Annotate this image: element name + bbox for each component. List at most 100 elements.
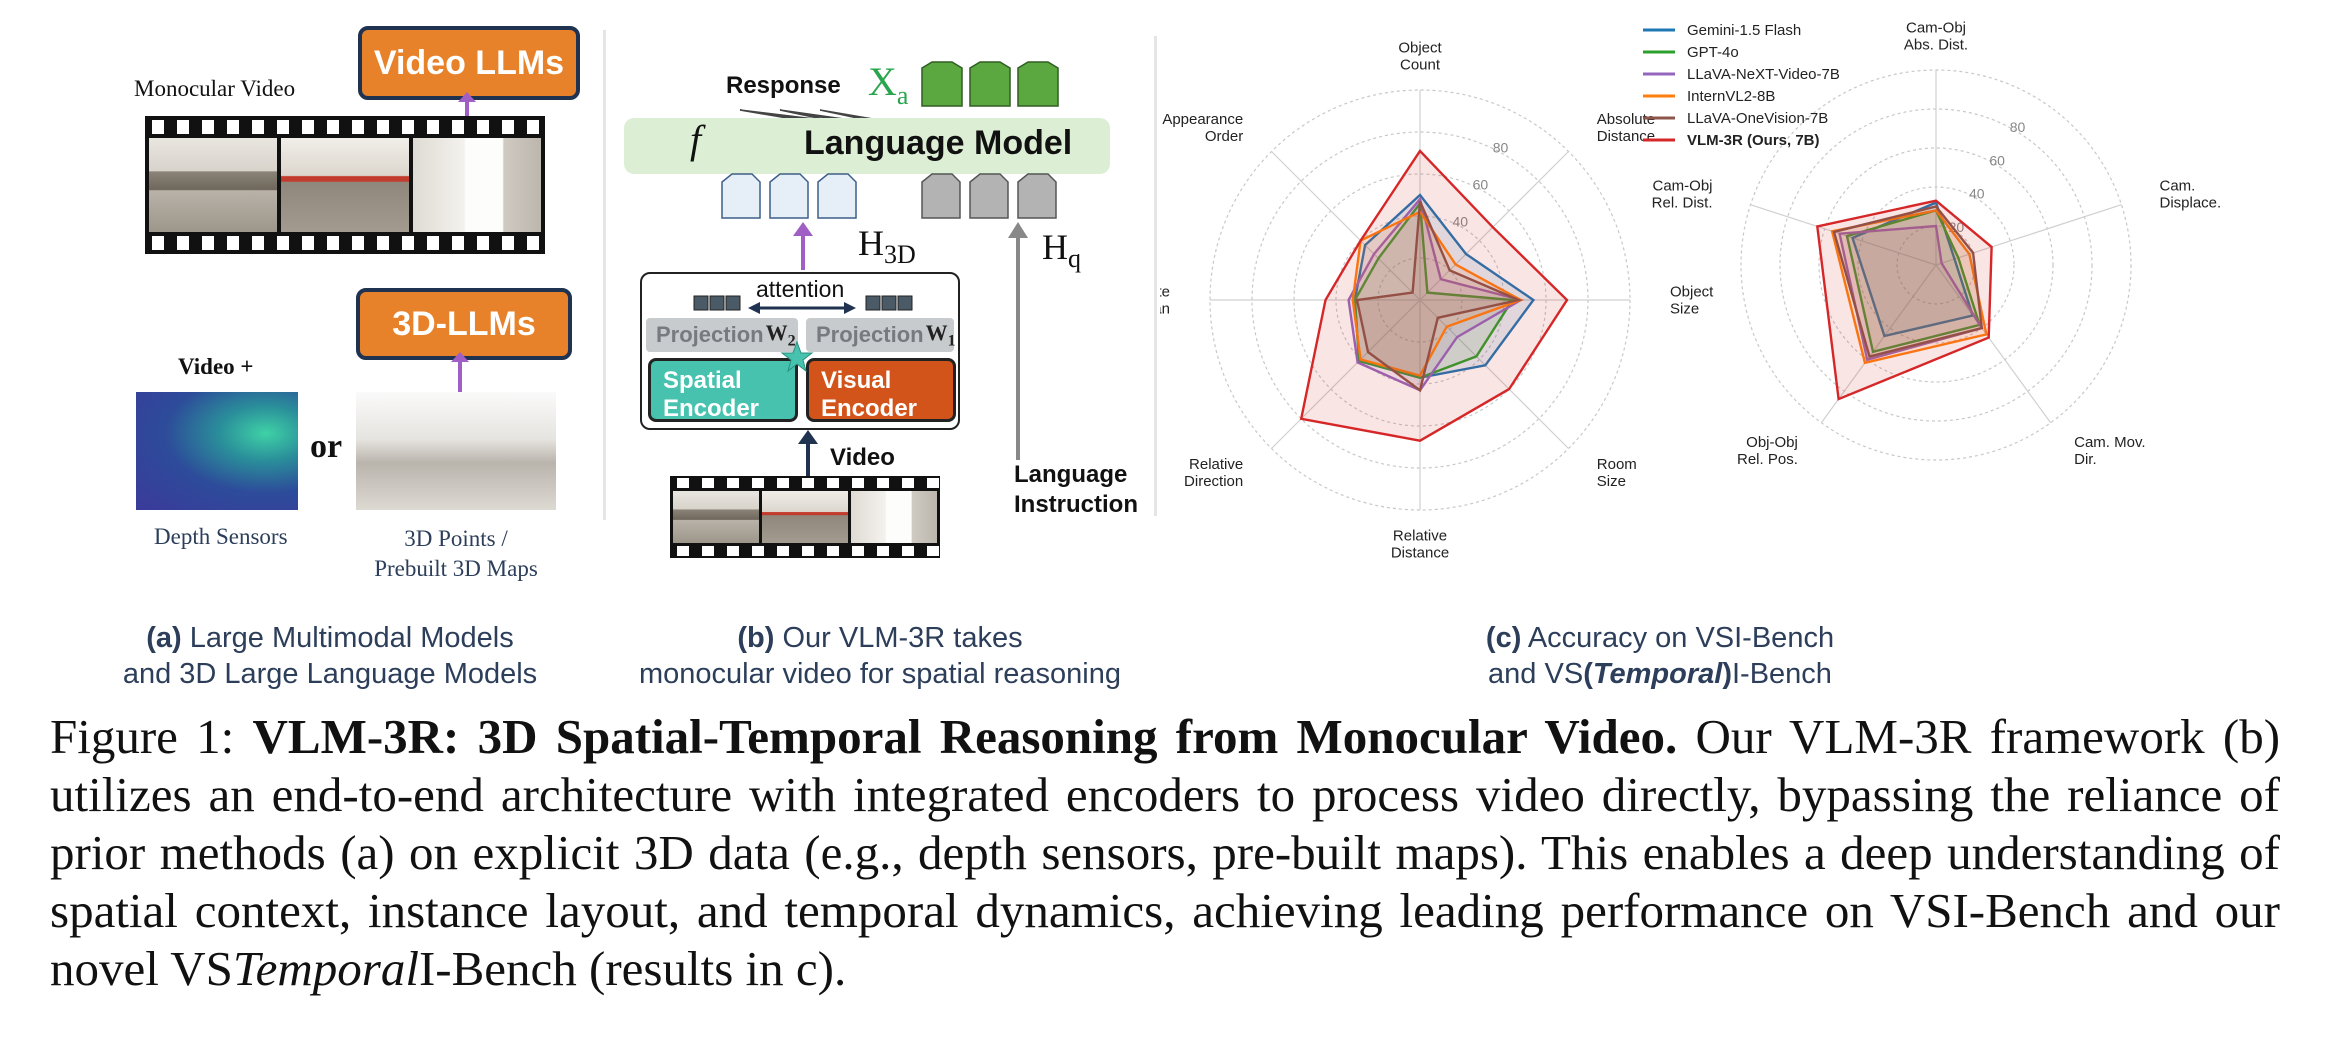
radar-tick-label: 40 (1969, 186, 1985, 202)
radar-axis-label: Rel. Pos. (1737, 451, 1798, 468)
language-arrow-up-icon (1008, 222, 1028, 460)
output-token (969, 61, 1011, 107)
3d-llms-label: 3D-LLMs (392, 304, 536, 343)
radar-axis-label: Cam-Obj (1906, 20, 1966, 37)
video-frame (673, 491, 759, 543)
radar-series-polygon (1353, 200, 1515, 379)
radar-axis-label: Distance (1391, 545, 1449, 561)
caption-a-text1: Large Multimodal Models (181, 622, 514, 654)
radar-axis-label: Order (1205, 128, 1243, 145)
3d-token (769, 173, 809, 219)
radar-axis-label: Size (1670, 301, 1699, 318)
radar-spoke (1419, 299, 1569, 449)
radar-grid-ring (1818, 147, 2054, 383)
output-token (921, 61, 963, 107)
legend-label: Gemini-1.5 Flash (1687, 22, 1801, 39)
radar-axis-label: Absolute (1597, 111, 1655, 128)
radar-tick-label: 40 (1452, 213, 1468, 229)
radar-series-polygon (1355, 200, 1523, 393)
arrow-up-icon (793, 222, 813, 270)
radar-axis-label: Plan (1160, 301, 1170, 318)
radar-axis-label: Cam. (2159, 178, 2195, 195)
hq-label: Hq (1042, 226, 1081, 274)
radar-spoke (1935, 204, 2122, 266)
h3d-main: H (858, 223, 884, 263)
caption-c-line2: and VS(Temporal)I-Bench (1400, 656, 1920, 692)
caption-body: Our VLM-3R framework (b) utilizes an end… (50, 709, 2281, 996)
language-model-band (624, 118, 1110, 174)
video-frame (281, 138, 409, 232)
arrow-up-icon (798, 430, 818, 480)
projection-w2-label: Projection (656, 322, 764, 347)
projection-w1-label: Projection (816, 322, 924, 347)
3d-points-image (356, 392, 556, 510)
spatial-encoder-block: Spatial Encoder (648, 358, 798, 422)
xa-label: Xa (868, 58, 908, 111)
encoder-module-box (640, 272, 960, 430)
radar-axis-label: Dir. (2074, 451, 2097, 468)
depth-sensor-image (136, 392, 298, 510)
depth-sensors-label: Depth Sensors (154, 524, 288, 549)
legend-label: VLM-3R (Ours, 7B) (1687, 132, 1820, 149)
radar-tick-label: 60 (1473, 176, 1489, 192)
legend-label: LLaVA-NeXT-Video-7B (1687, 66, 1840, 83)
caption-b-line2: monocular video for spatial reasoning (639, 658, 1121, 690)
radar-axis-label: Room (1597, 456, 1637, 473)
radar-axis-label: Size (1597, 473, 1626, 490)
legend-label: LLaVA-OneVision-7B (1687, 110, 1828, 127)
response-label: Response (726, 72, 841, 99)
query-token (921, 173, 961, 219)
panel-divider (603, 30, 606, 520)
radar-spoke (1419, 151, 1569, 301)
caption-c-text2a: and VS (1488, 658, 1584, 690)
video-plus-label: Video + (178, 354, 254, 379)
query-token (1017, 173, 1057, 219)
caption-c-text1: Accuracy on VSI-Bench (1521, 622, 1835, 654)
arrow-up-icon (451, 352, 469, 392)
radar-series-polygon (1838, 224, 1984, 362)
radar-spoke (1935, 264, 2052, 424)
attention-label: attention (756, 276, 845, 302)
3d-token (721, 173, 761, 219)
video-label: Video (830, 444, 895, 471)
3d-points-label: 3D Points / Prebuilt 3D Maps (356, 524, 556, 584)
output-token (1017, 61, 1059, 107)
caption-c-line1: (c) Accuracy on VSI-Bench (1400, 620, 1920, 656)
radar-tick-label: 80 (1493, 140, 1509, 156)
video-llms-box: Video LLMs (358, 26, 580, 100)
caption-c-text2e: I-Bench (1731, 658, 1832, 690)
3d-points-label-line2: Prebuilt 3D Maps (374, 556, 538, 581)
attention-arrow-icon (693, 295, 913, 314)
radar-charts: 406080ObjectCountAbsoluteDistanceObjectS… (1160, 20, 2221, 561)
radar-axis-label: Relative (1393, 528, 1447, 545)
caption-c-text2c: Temporal (1592, 658, 1723, 690)
radar-series-polygon (1815, 199, 1993, 401)
star-icon (780, 340, 814, 373)
hq-sub: q (1068, 244, 1081, 274)
xa-sub: a (896, 81, 909, 110)
radar-axis-label: Count (1400, 57, 1441, 74)
caption-c-text2d: ) (1722, 658, 1732, 690)
caption-b-line1: (b) Our VLM-3R takes (620, 620, 1140, 656)
w1-main: W (925, 319, 948, 345)
video-frame (413, 138, 541, 232)
radar-axis-label: Appearance (1162, 111, 1243, 128)
language-instruction-line2: Instruction (1014, 491, 1138, 518)
input-tokens (721, 173, 1057, 219)
caption-b: (b) Our VLM-3R takes monocular video for… (620, 620, 1140, 692)
film-strip-video (145, 116, 545, 254)
film-strip-input (670, 476, 940, 558)
panel-divider (1154, 36, 1157, 516)
caption-prefix: Figure 1: (50, 709, 253, 764)
video-frame (149, 138, 277, 232)
radar-tick-label: 60 (1989, 152, 2005, 168)
query-token (969, 173, 1009, 219)
visual-encoder-line1: Visual (821, 367, 892, 394)
or-label: or (310, 428, 343, 465)
caption-body-end: I-Bench (results in c). (418, 941, 847, 996)
radar-axis-label: Relative (1189, 456, 1243, 473)
radar-tick-label: 80 (2010, 119, 2026, 135)
caption-title: VLM-3R: 3D Spatial-Temporal Reasoning fr… (252, 709, 1678, 764)
3d-llms-box: 3D-LLMs (356, 288, 572, 360)
radar-axis-label: Rel. Dist. (1652, 195, 1713, 212)
